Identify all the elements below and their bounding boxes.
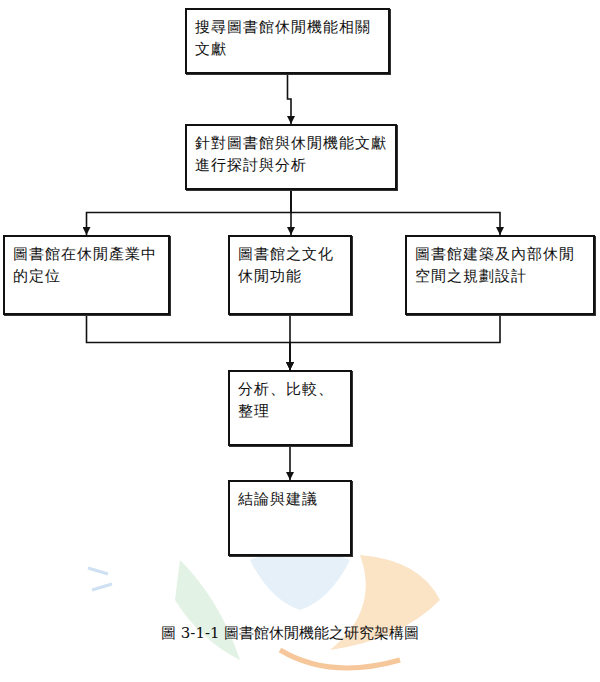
box-text: 分析、比較、整理	[238, 379, 342, 423]
flow-arrow	[87, 315, 291, 370]
box-text: 圖書館在休閒產業中的定位	[13, 244, 160, 288]
process-box: 針對圖書館與休閒機能文獻進行探討與分析	[185, 124, 397, 190]
box-text: 圖書館之文化休閒功能	[238, 244, 342, 288]
process-box: 結論與建議	[228, 480, 352, 556]
flow-arrow	[289, 446, 291, 480]
figure-caption: 圖 3-1-1 圖書館休閒機能之研究架構圖	[161, 624, 419, 643]
watermark-shape	[175, 560, 240, 660]
process-box: 圖書館建築及內部休閒空間之規劃設計	[405, 235, 595, 315]
process-box: 分析、比較、整理	[228, 370, 352, 446]
box-text: 針對圖書館與休閒機能文獻進行探討與分析	[195, 133, 387, 177]
box-text: 結論與建議	[238, 489, 342, 511]
flow-arrow	[290, 315, 500, 370]
watermark-shape	[250, 550, 350, 610]
flow-arrow	[288, 74, 292, 124]
watermark-stroke	[88, 568, 112, 590]
flow-arrow	[291, 190, 500, 235]
process-box: 圖書館在休閒產業中的定位	[3, 235, 170, 315]
process-box: 搜尋圖書館休閒機能相關文獻	[185, 8, 390, 74]
box-text: 搜尋圖書館休閒機能相關文獻	[195, 17, 380, 61]
watermark-stroke	[280, 650, 400, 668]
box-text: 圖書館建築及內部休閒空間之規劃設計	[415, 244, 585, 288]
flow-arrow	[87, 190, 292, 235]
process-box: 圖書館之文化休閒功能	[228, 235, 352, 315]
